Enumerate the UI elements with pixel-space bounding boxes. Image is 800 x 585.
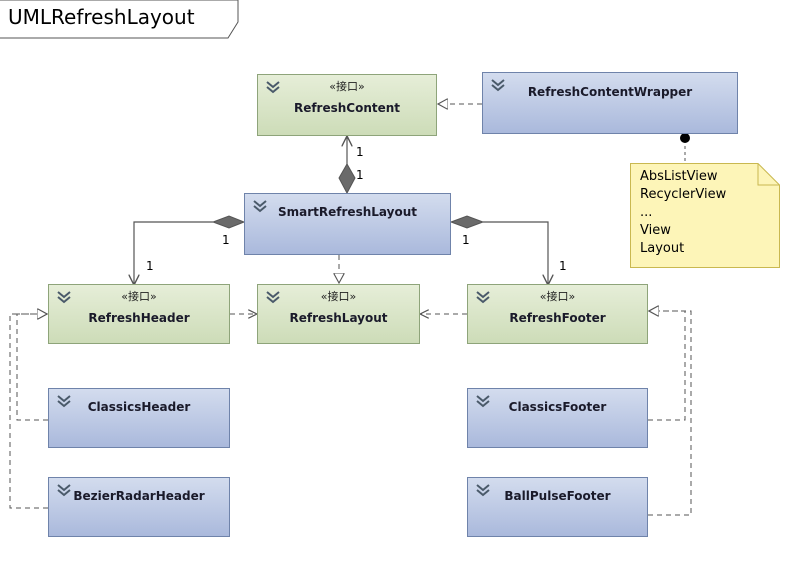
class-name: RefreshFooter: [509, 311, 606, 325]
note-line: Layout: [640, 241, 685, 256]
interface-box-refresh-footer[interactable]: «接口» RefreshFooter: [467, 284, 648, 344]
multiplicity-label: 1: [462, 233, 470, 247]
class-name: RefreshContent: [293, 101, 401, 115]
chevron-double-down-icon[interactable]: [490, 77, 506, 93]
composition-diamond-content: [338, 162, 356, 195]
realization-ball-footer: [648, 311, 692, 516]
class-box-classics-header[interactable]: ClassicsHeader: [48, 388, 230, 448]
class-name: BezierRadarHeader: [73, 489, 205, 503]
multiplicity-label: 1: [222, 233, 230, 247]
chevron-double-down-icon[interactable]: [56, 289, 72, 305]
multiplicity-label: 1: [559, 259, 567, 273]
chevron-double-down-icon[interactable]: [252, 198, 268, 214]
chevron-double-down-icon[interactable]: [56, 482, 72, 498]
multiplicity-label: 1: [356, 168, 364, 182]
class-box-ball-pulse-footer[interactable]: BallPulseFooter: [467, 477, 648, 537]
chevron-double-down-icon[interactable]: [265, 79, 281, 95]
class-box-refresh-content-wrapper[interactable]: RefreshContentWrapper: [482, 72, 738, 134]
chevron-double-down-icon[interactable]: [475, 289, 491, 305]
composition-layout-header: [134, 221, 213, 284]
class-name: BallPulseFooter: [504, 489, 611, 503]
class-box-smart-refresh-layout[interactable]: SmartRefreshLayout: [244, 193, 451, 255]
stereotype-label: «接口»: [329, 80, 365, 93]
chevron-double-down-icon[interactable]: [475, 482, 491, 498]
realization-bezier-header: [9, 314, 48, 509]
diagram-title: UMLRefreshLayout: [8, 5, 195, 29]
interface-box-refresh-header[interactable]: «接口» RefreshHeader: [48, 284, 230, 344]
comment-note[interactable]: [630, 163, 780, 268]
class-name: ClassicsHeader: [87, 400, 191, 414]
class-box-bezier-radar-header[interactable]: BezierRadarHeader: [48, 477, 230, 537]
multiplicity-label: 1: [146, 259, 154, 273]
class-name: ClassicsFooter: [508, 400, 607, 414]
realization-classics-footer: [648, 311, 686, 421]
class-name: SmartRefreshLayout: [278, 205, 417, 219]
realization-classics-header: [16, 314, 48, 421]
chevron-double-down-icon[interactable]: [265, 289, 281, 305]
class-name: RefreshContentWrapper: [527, 85, 693, 99]
note-line: View: [640, 223, 671, 238]
chevron-double-down-icon[interactable]: [475, 393, 491, 409]
note-text: AbsListView RecyclerView ... View Layout: [640, 168, 726, 258]
stereotype-label: «接口»: [121, 290, 157, 303]
composition-layout-footer: [483, 221, 548, 284]
interface-box-refresh-layout[interactable]: «接口» RefreshLayout: [257, 284, 420, 344]
multiplicity-label: 1: [356, 145, 364, 159]
stereotype-label: «接口»: [539, 290, 576, 303]
note-line: RecyclerView: [640, 187, 727, 202]
note-line: AbsListView: [640, 169, 718, 184]
composition-diamond-footer: [449, 215, 485, 229]
note-line: ...: [640, 205, 653, 220]
stereotype-label: «接口»: [320, 290, 357, 303]
class-box-classics-footer[interactable]: ClassicsFooter: [467, 388, 648, 448]
title-tab-frame: [0, 0, 239, 39]
class-name: RefreshLayout: [289, 311, 388, 325]
composition-diamond-header: [211, 215, 246, 229]
interface-box-refresh-content[interactable]: «接口» RefreshContent: [257, 74, 437, 136]
class-name: RefreshHeader: [88, 311, 190, 325]
chevron-double-down-icon[interactable]: [56, 393, 72, 409]
note-anchor-dot: [680, 133, 690, 143]
